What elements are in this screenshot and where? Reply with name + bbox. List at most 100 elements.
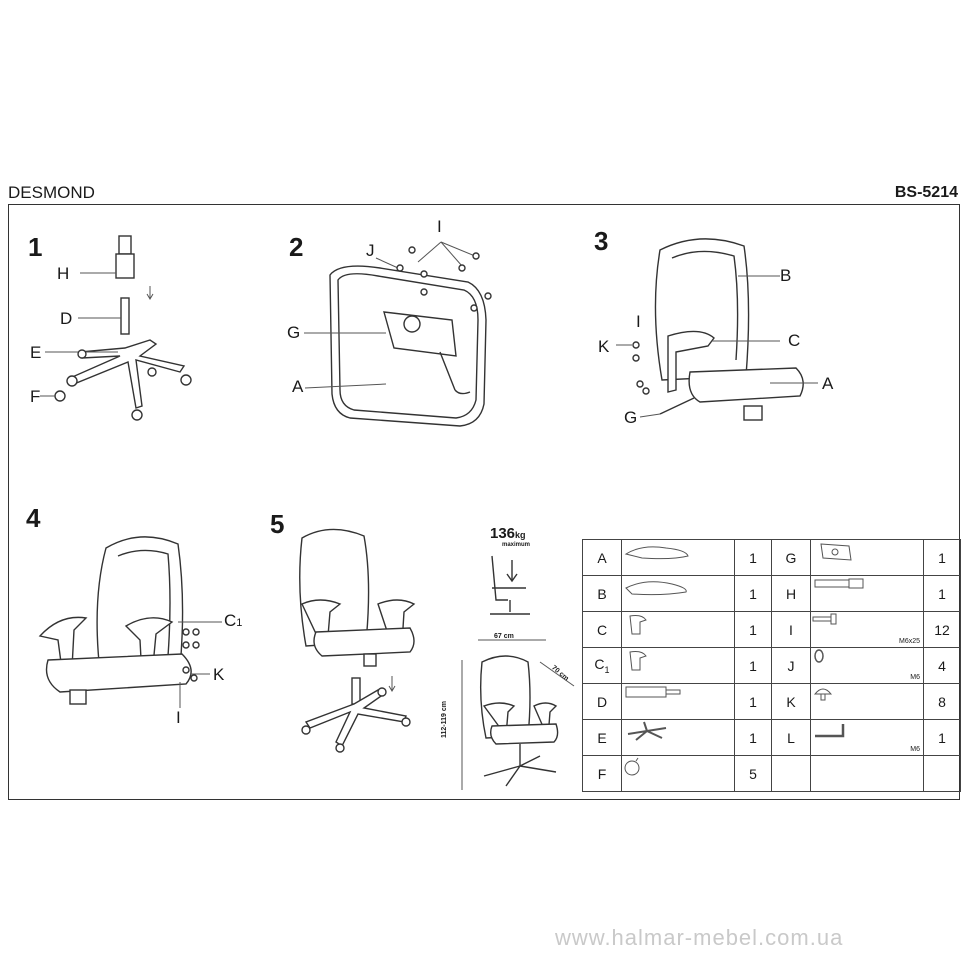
step3-label-b: B xyxy=(780,266,792,285)
part-qty: 1 xyxy=(734,719,772,756)
part-qty: 1 xyxy=(734,611,772,648)
product-code: BS-5214 xyxy=(894,184,958,201)
part-qty: 1 xyxy=(923,539,961,576)
part-d-icon xyxy=(621,683,735,720)
dimension-drawing xyxy=(461,639,575,790)
step-number-1: 1 xyxy=(28,232,43,262)
capacity-icon xyxy=(490,555,530,615)
capacity-note: maximum xyxy=(502,542,531,548)
step3-label-g: G xyxy=(624,408,638,427)
step4-label-c: C xyxy=(224,611,237,630)
step2-label-i: I xyxy=(437,217,442,236)
part-id: A xyxy=(597,549,607,566)
part-spec: M6x25 xyxy=(898,638,920,645)
part-letter xyxy=(771,755,811,792)
empty-cell xyxy=(810,755,924,792)
step4-label-c-subscript: 1 xyxy=(236,617,243,629)
part-qty: 1 xyxy=(734,539,772,576)
capacity-label: 136kg xyxy=(490,525,526,543)
capacity-value: 136 xyxy=(490,525,516,542)
part-letter: D xyxy=(582,683,622,720)
step3-label-c: C xyxy=(788,331,801,350)
step-number-5: 5 xyxy=(270,509,285,539)
part-spec: M6 xyxy=(910,746,920,753)
instruction-frame xyxy=(8,204,960,800)
step3-label-i: I xyxy=(636,312,641,331)
part-id-subscript: 1 xyxy=(604,664,610,675)
step4-label-c1: C1 xyxy=(224,611,242,631)
part-c1-icon xyxy=(621,647,735,684)
part-letter: C1 xyxy=(582,647,622,684)
step4-label-k: K xyxy=(213,665,225,684)
step1-label-f: F xyxy=(30,387,41,406)
part-id: C xyxy=(594,656,605,673)
part-j-icon: M6 xyxy=(810,647,924,684)
part-letter: K xyxy=(771,683,811,720)
step1-label-e: E xyxy=(30,343,42,362)
part-id: F xyxy=(597,765,607,782)
part-c-icon xyxy=(621,611,735,648)
watermark: www.halmar-mebel.com.ua xyxy=(555,925,844,950)
dimension-width: 67 cm xyxy=(494,633,514,640)
part-id: B xyxy=(597,585,607,602)
part-letter: C xyxy=(582,611,622,648)
step-number-3: 3 xyxy=(594,226,609,256)
step3-label-a: A xyxy=(822,374,834,393)
part-e-icon xyxy=(621,719,735,756)
part-f-icon xyxy=(621,755,735,792)
part-b-icon xyxy=(621,575,735,612)
part-qty: 8 xyxy=(923,683,961,720)
part-letter: I xyxy=(771,611,811,648)
capacity-unit: kg xyxy=(515,530,526,540)
step3-label-k: K xyxy=(598,337,610,356)
part-qty: 1 xyxy=(734,575,772,612)
part-l-icon: M6 xyxy=(810,719,924,756)
part-letter: B xyxy=(582,575,622,612)
part-i-icon: M6x25 xyxy=(810,611,924,648)
part-letter: A xyxy=(582,539,622,576)
part-g-icon xyxy=(810,539,924,576)
part-a-icon xyxy=(621,539,735,576)
step1-drawing xyxy=(40,235,192,421)
part-qty: 5 xyxy=(734,755,772,792)
part-qty: 1 xyxy=(734,647,772,684)
part-id: C xyxy=(596,621,608,638)
step-number-4: 4 xyxy=(26,503,41,533)
part-h-icon xyxy=(810,575,924,612)
part-letter: H xyxy=(771,575,811,612)
part-qty: 1 xyxy=(923,719,961,756)
part-id: D xyxy=(596,693,608,710)
model-name: DESMOND xyxy=(8,183,95,202)
dimension-height: 112-119 cm xyxy=(440,701,448,738)
step2-drawing xyxy=(304,241,492,427)
part-qty: 1 xyxy=(734,683,772,720)
step-number-2: 2 xyxy=(289,232,304,262)
step2-label-a: A xyxy=(292,377,304,396)
step5-drawing xyxy=(299,528,416,753)
part-spec: M6 xyxy=(910,674,920,681)
part-id: E xyxy=(597,729,607,746)
part-letter: E xyxy=(582,719,622,756)
step2-label-j: J xyxy=(366,241,375,260)
part-letter: G xyxy=(771,539,811,576)
step4-drawing xyxy=(38,536,222,708)
step1-label-h: H xyxy=(57,264,70,283)
step1-label-d: D xyxy=(60,309,73,328)
part-letter: L xyxy=(771,719,811,756)
step3-drawing xyxy=(616,238,818,421)
part-qty xyxy=(923,755,961,792)
part-qty: 4 xyxy=(923,647,961,684)
part-qty: 12 xyxy=(923,611,961,648)
part-letter: J xyxy=(771,647,811,684)
part-k-icon xyxy=(810,683,924,720)
step4-label-i: I xyxy=(176,708,181,727)
